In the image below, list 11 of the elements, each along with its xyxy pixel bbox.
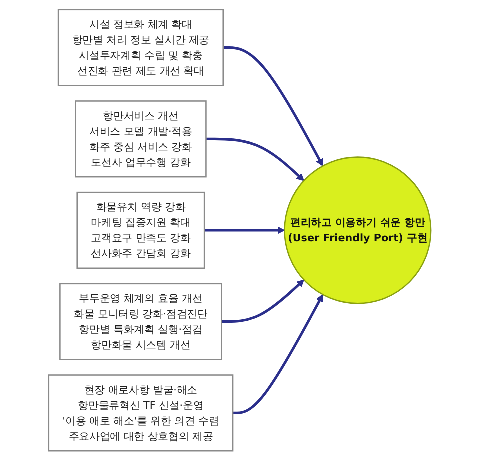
- arrow: [206, 138, 304, 182]
- arrow: [233, 294, 324, 414]
- node-circle: 편리하고 이용하기 쉬운 항만 (User Friendly Port) 구현: [284, 156, 432, 304]
- node-box: 화물유치 역량 강화 마케팅 집중지원 확대 고객요구 만족도 강화 선사화주 간담회 강화: [76, 192, 206, 270]
- arrow: [223, 46, 324, 167]
- node-box: 현장 애로사항 발굴·해소 항만물류혁신 TF 신설·운영 '이용 애로 해소'를 위한 의견 수렴 주요사업에 대한 상호협의 제공: [48, 374, 234, 452]
- node-box: 항만서비스 개선 서비스 모델 개발·적용 화주 중심 서비스 강화 도선사 업무수행 강화: [75, 100, 207, 178]
- arrow: [204, 226, 286, 234]
- arrow: [222, 280, 304, 324]
- node-box: 부두운영 체계의 효율 개선 화물 모니터링 강화·점검진단 항만별 특화계획 실행·점검 항만화물 시스템 개선: [60, 283, 222, 360]
- node-box: 시설 정보화 체계 확대 항만별 처리 정보 실시간 제공 시설투자계획 수립 및 확충 선진화 관련 제도 개선 확대: [58, 9, 224, 86]
